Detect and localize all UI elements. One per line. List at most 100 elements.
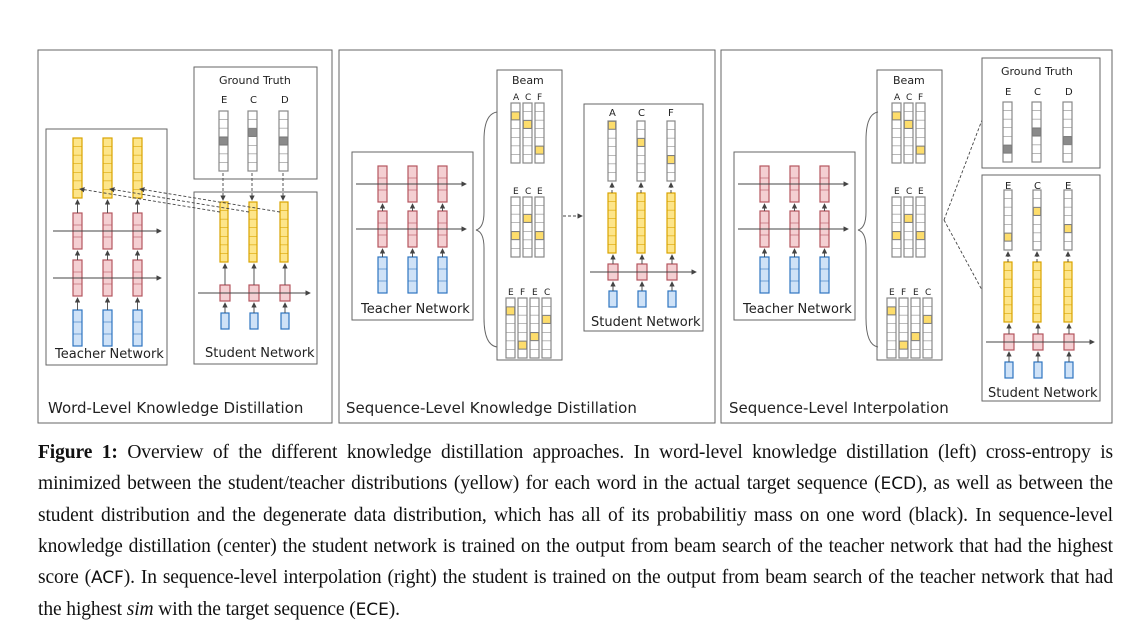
sl-teacher-input-2 <box>407 256 418 294</box>
int-beam2-col-3-cell-highlight <box>916 231 925 240</box>
sl-teacher-label: Teacher Network <box>360 302 470 317</box>
wl-teacher-label: Teacher Network <box>54 347 164 362</box>
int-beam3-col-3-cell-highlight <box>911 332 920 341</box>
sl-beam2-token-3: E <box>537 187 543 197</box>
int-beam2-token-2: C <box>906 187 912 197</box>
sl-beam2-col-3 <box>534 196 545 258</box>
wl-student-box <box>193 191 318 365</box>
wl-student-label: Student Network <box>205 346 315 361</box>
int-beam-box <box>876 69 943 361</box>
wl-gt-col-2-cell-highlight <box>248 128 257 137</box>
sl-student-output-1 <box>607 192 617 254</box>
wl-gt-token-3: D <box>281 95 289 106</box>
int-teacher-box <box>733 151 856 321</box>
sl-beam3-col-4-cell-highlight <box>542 315 551 324</box>
wl-teacher-input-1 <box>72 309 83 347</box>
int-student-box <box>981 174 1101 402</box>
sl-beam1-col-3 <box>534 102 545 164</box>
int-beam3-col-3 <box>910 297 921 359</box>
int-beam3-token-2: F <box>901 288 906 298</box>
sl-student-input-2 <box>637 290 647 308</box>
sl-beam1-col-1-cell-highlight <box>511 111 520 120</box>
wl-student-output-2 <box>248 201 258 263</box>
sl-student-target-3-cell-highlight <box>667 155 675 164</box>
sl-beam3-col-4 <box>541 297 552 359</box>
sl-beam3-token-1: E <box>508 288 514 298</box>
sl-beam3-col-3 <box>529 297 540 359</box>
int-beam-title: Beam <box>893 74 925 87</box>
wl-teacher-output-1 <box>72 137 83 199</box>
int-beam3-token-4: C <box>925 288 931 298</box>
panel-interpolation <box>720 49 1113 424</box>
sl-student-output-3 <box>666 192 676 254</box>
sl-student-target-1-cell-highlight <box>608 121 616 130</box>
wl-teacher-input-3 <box>132 309 143 347</box>
int-student-target-3 <box>1063 189 1073 251</box>
sequence-level-title: Sequence-Level Knowledge Distillation <box>346 399 637 417</box>
int-beam2-token-1: E <box>894 187 900 197</box>
sl-beam2-col-3-cell-highlight <box>535 231 544 240</box>
sl-teacher-input-1 <box>377 256 388 294</box>
int-gt-col-3 <box>1062 101 1073 163</box>
int-student-token-1: E <box>1005 181 1011 192</box>
int-beam-brace <box>857 111 879 348</box>
wl-distill-dashed-arrow <box>79 187 221 213</box>
caption-sim: sim <box>126 599 154 620</box>
sl-beam1-col-2 <box>522 102 533 164</box>
sl-beam1-col-2-cell-highlight <box>523 120 532 129</box>
sl-beam3-col-3-cell-highlight <box>530 332 539 341</box>
caption-text-2: ), as well as between the student distri… <box>38 473 1113 588</box>
int-beam1-col-2 <box>903 102 914 164</box>
wl-student-output-1 <box>219 201 229 263</box>
int-beam2-col-2 <box>903 196 914 258</box>
int-beam3-col-2-cell-highlight <box>899 341 908 350</box>
sl-beam3-token-2: F <box>520 288 525 298</box>
wl-distill-dashed-arrow <box>139 187 281 213</box>
sl-student-target-3 <box>666 120 676 182</box>
int-student-output-1 <box>1003 261 1013 323</box>
sl-beam-title: Beam <box>512 74 544 87</box>
figure-caption: Figure 1: Overview of the different know… <box>38 437 1113 626</box>
sl-student-token-1: A <box>609 108 616 119</box>
int-student-target-1 <box>1003 189 1013 251</box>
sl-beam3-token-3: E <box>532 288 538 298</box>
int-gt-token-3: D <box>1065 87 1073 98</box>
caption-text-5: ). <box>388 599 400 620</box>
wl-teacher-input-2 <box>102 309 113 347</box>
int-dashed-line-to-gt <box>943 119 983 221</box>
int-beam2-col-1 <box>891 196 902 258</box>
int-beam1-col-1-cell-highlight <box>892 111 901 120</box>
sl-student-label: Student Network <box>591 315 701 330</box>
int-beam2-col-3 <box>915 196 926 258</box>
sl-student-token-3: F <box>668 108 674 119</box>
caption-text-4: with the target sequence ( <box>153 599 356 620</box>
caption-ecd: ECD <box>880 474 917 494</box>
sl-beam3-col-2-cell-highlight <box>518 341 527 350</box>
wl-student-input-2 <box>249 312 259 330</box>
sl-student-target-2-cell-highlight <box>637 138 645 147</box>
sl-beam1-col-1 <box>510 102 521 164</box>
int-teacher-input-2 <box>789 256 800 294</box>
int-beam2-col-2-cell-highlight <box>904 214 913 223</box>
int-teacher-input-1 <box>759 256 770 294</box>
int-student-target-1-cell-highlight <box>1004 233 1012 242</box>
int-student-token-3: E <box>1065 181 1071 192</box>
int-student-input-2 <box>1033 361 1043 379</box>
int-beam1-token-1: A <box>894 93 901 103</box>
caption-ece: ECE <box>355 600 389 620</box>
int-teacher-label: Teacher Network <box>742 302 852 317</box>
sl-beam3-col-1-cell-highlight <box>506 306 515 315</box>
sl-beam2-token-1: E <box>513 187 519 197</box>
sl-beam1-token-1: A <box>513 93 520 103</box>
sl-beam-box <box>496 69 563 361</box>
int-gt-token-2: C <box>1034 87 1041 98</box>
int-beam3-col-1-cell-highlight <box>887 306 896 315</box>
int-beam1-token-2: C <box>906 93 912 103</box>
int-gt-col-1 <box>1002 101 1013 163</box>
int-student-output-2 <box>1032 261 1042 323</box>
sl-beam2-col-2 <box>522 196 533 258</box>
int-student-output-3 <box>1063 261 1073 323</box>
sl-beam1-token-2: C <box>525 93 531 103</box>
sl-beam3-col-1 <box>505 297 516 359</box>
wl-student-input-3 <box>280 312 290 330</box>
